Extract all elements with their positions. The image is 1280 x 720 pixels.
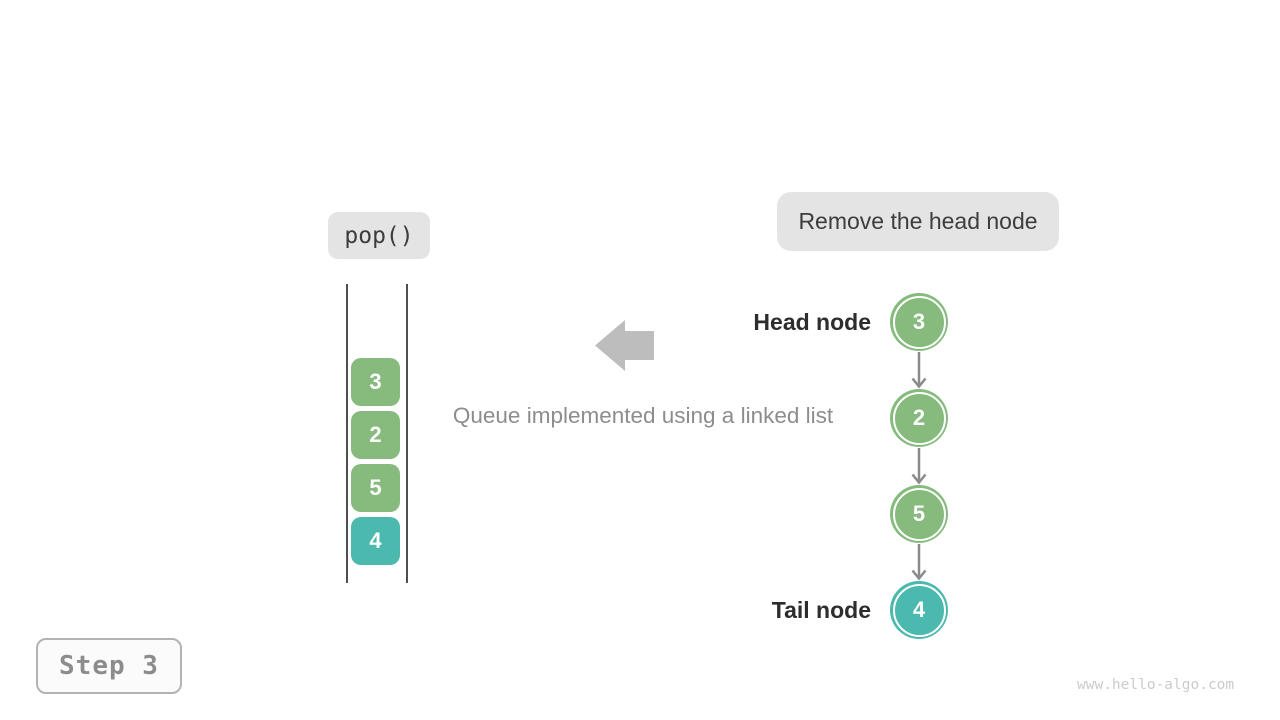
queue-container-right-wall	[406, 284, 408, 583]
queue-cell: 3	[351, 358, 400, 406]
queue-cell: 4	[351, 517, 400, 565]
watermark-url: www.hello-algo.com	[1077, 677, 1235, 693]
linked-list-node: 5	[890, 485, 948, 543]
arrow-down-icon	[911, 352, 927, 389]
linked-list-node: 2	[890, 389, 948, 447]
arrow-down-icon	[911, 448, 927, 485]
tail-node-label: Tail node	[771, 597, 871, 623]
caption-text: Queue implemented using a linked list	[452, 403, 834, 428]
queue-cell: 5	[351, 464, 400, 512]
queue-cell: 2	[351, 411, 400, 459]
arrow-down-icon	[911, 544, 927, 581]
left-arrow-icon	[595, 320, 654, 371]
queue-container-left-wall	[346, 284, 348, 583]
step-indicator: Step 3	[36, 638, 182, 694]
pop-operation-label: pop()	[328, 212, 430, 259]
head-node-label: Head node	[753, 309, 871, 335]
linked-list-node-head: 3	[890, 293, 948, 351]
linked-list-node-tail: 4	[890, 581, 948, 639]
left-arrow-shape	[595, 320, 654, 371]
remove-head-annotation: Remove the head node	[777, 192, 1059, 251]
